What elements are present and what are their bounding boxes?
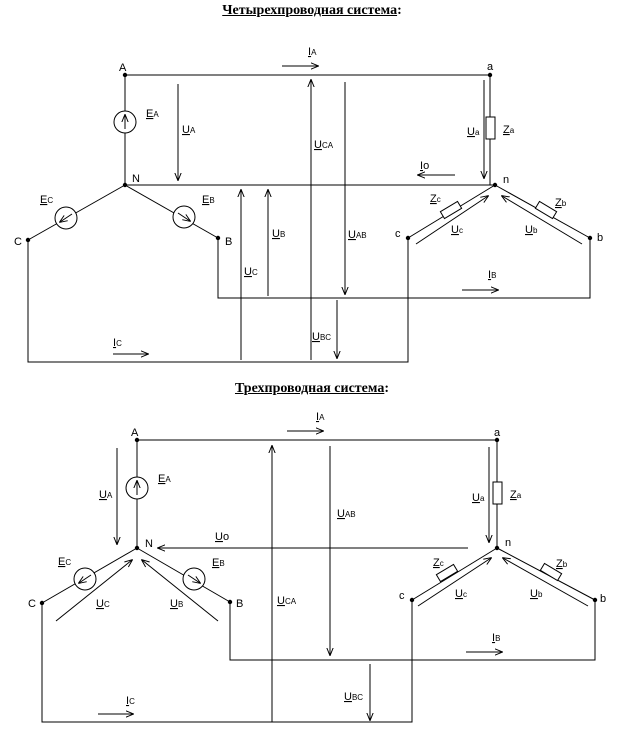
label-za: Za [503,124,515,136]
label-ia: IA [316,411,325,423]
title-colon: : [384,381,389,396]
nodes [25,72,593,243]
load-zc [439,200,463,220]
label-ua: UA [99,489,113,501]
node-label-b: b [597,232,603,244]
source-ec [73,567,97,591]
label-eb: EB [202,194,215,206]
label-ub-load: Ub [525,224,538,236]
node-label-B: B [225,236,232,248]
source-ea [125,476,149,500]
node-label-N: N [145,538,153,550]
node-label-a: a [494,427,501,439]
node-label-n: n [505,537,511,549]
label-ua-load: Ua [467,126,480,138]
title-four-wire-text: Четырехпроводная система [222,3,398,18]
label-ic: IC [113,337,122,349]
label-zc: Zc [430,193,441,205]
label-za: Za [510,489,522,501]
label-uc-load: Uc [451,224,463,236]
label-ic: IC [126,695,135,707]
node-label-b: b [600,593,606,605]
label-uc: UC [96,598,110,610]
label-ua: UA [182,124,196,136]
node-label-C: C [28,598,36,610]
label-ubc: UBC [312,331,331,343]
label-uc-load: Uc [455,588,467,600]
node-label-N: N [132,173,140,185]
source-eb [182,567,206,591]
label-uab: UAB [337,508,356,520]
source-ea [113,110,137,134]
node-label-C: C [14,236,22,248]
label-ub-load: Ub [530,588,543,600]
label-ib: IB [488,269,496,281]
label-ea: EA [146,108,159,120]
title-three-wire-text: Трехпроводная система [234,381,385,396]
label-ua-load: Ua [472,492,485,504]
load-za [485,116,496,140]
label-uca: UCA [314,139,334,151]
label-ea: EA [158,473,171,485]
node-label-A: A [131,427,139,439]
node-label-c: c [399,590,405,602]
node-label-a: a [487,61,494,73]
wires [27,74,591,363]
node-label-n: n [503,174,509,186]
labels: A a N n C B c b IA EA UA UCA Ua Za Io EC… [14,46,603,349]
load-za [492,481,503,505]
load-zb [534,200,558,220]
label-uca: UCA [277,595,297,607]
node-label-A: A [119,62,127,74]
label-zb: Zb [555,197,567,209]
title-three-wire: Трехпроводная система: [0,381,624,397]
label-ia: IA [308,46,317,58]
source-eb [172,205,196,229]
nodes [39,437,598,606]
diagram-three-wire: A a N n C B c b IA EA UA UAB Ua Za Uo EC… [28,411,606,723]
node-label-c: c [395,228,401,240]
label-ec: EC [40,194,53,206]
label-ec: EC [58,556,71,568]
node-label-B: B [236,598,243,610]
label-ib: IB [492,632,500,644]
arrows [113,66,583,360]
label-zc: Zc [433,557,444,569]
wires [41,439,596,723]
label-ub: UB [170,598,183,610]
label-uc: UC [244,266,258,278]
title-colon: : [397,3,402,18]
label-uab: UAB [348,229,367,241]
title-four-wire: Четырехпроводная система: [0,3,624,19]
labels: A a N n C B c b IA EA UA UAB Ua Za Uo EC… [28,411,606,707]
label-zb: Zb [556,558,568,570]
label-io: Io [420,160,429,172]
load-zc [435,563,459,583]
source-ec [54,206,78,230]
label-eb: EB [212,557,225,569]
load-zb [539,562,563,582]
label-uo: Uo [215,531,229,543]
label-ubc: UBC [344,691,363,703]
arrows [55,431,589,722]
label-ub: UB [272,228,285,240]
diagram-four-wire: A a N n C B c b IA EA UA UCA Ua Za Io EC… [14,46,603,363]
